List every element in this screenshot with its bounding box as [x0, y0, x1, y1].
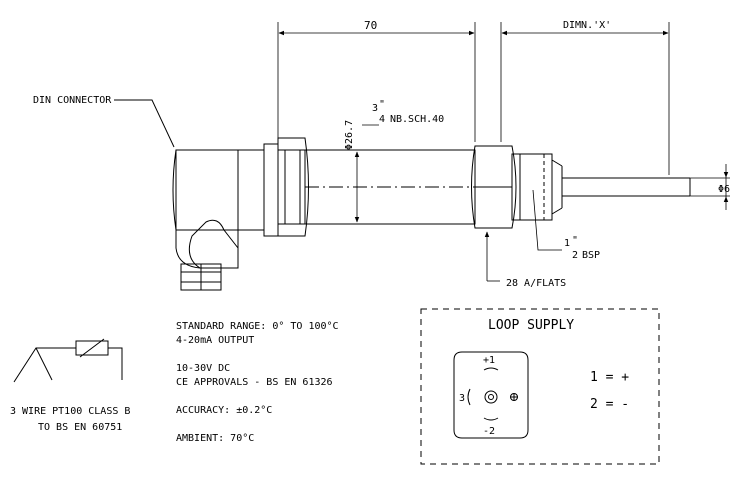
din-connector-leader	[114, 99, 175, 148]
legend-1: 1 = +	[590, 370, 629, 385]
gland	[237, 137, 309, 237]
hex-flats	[471, 145, 517, 229]
bsp-leader	[532, 189, 562, 251]
pin-top-label: +1	[483, 355, 495, 366]
flats-leader	[484, 231, 500, 282]
connector-face	[453, 351, 529, 439]
bsp-suffix: BSP	[582, 250, 600, 261]
spec-output: 4-20mA OUTPUT	[176, 335, 254, 346]
wiring-line-1: 3 WIRE PT100 CLASS B	[10, 406, 130, 417]
wiring-line-2: TO BS EN 60751	[38, 422, 122, 433]
dim-70-label: 70	[364, 19, 377, 32]
spec-accuracy: ACCURACY: ±0.2°C	[176, 405, 272, 416]
bsp-quote: "	[572, 235, 578, 246]
dim-diameter-body-label: Φ26.7	[344, 120, 355, 150]
din-connector-body	[172, 149, 239, 291]
dim-x-label: DIMN.'X'	[563, 20, 611, 31]
across-flats-label: 28 A/FLATS	[506, 278, 566, 289]
legend-2: 2 = -	[590, 397, 629, 412]
spec-range: STANDARD RANGE: 0° TO 100°C	[176, 321, 339, 332]
pin-left-label: 3	[459, 393, 465, 404]
probe	[562, 177, 691, 197]
pipe-thread-quote: "	[379, 99, 385, 110]
pipe-thread-frac-num: 3	[372, 103, 378, 114]
bsp-frac-num: 1	[564, 238, 570, 249]
bsp-frac-den: 2	[572, 250, 578, 261]
din-connector-label: DIN CONNECTOR	[33, 95, 112, 106]
spec-supply: 10-30V DC	[176, 363, 230, 374]
pipe-thread-suffix: NB.SCH.40	[390, 114, 444, 125]
loop-supply-box	[420, 308, 660, 465]
pin-bottom-label: -2	[483, 426, 495, 437]
extension-lines	[277, 22, 730, 197]
body-tube	[304, 149, 476, 225]
bsp-thread	[511, 153, 563, 221]
spec-approvals: CE APPROVALS - BS EN 61326	[176, 377, 333, 388]
pipe-thread-frac-den: 4	[379, 114, 385, 125]
loop-supply-title: LOOP SUPPLY	[488, 318, 574, 333]
spec-ambient: AMBIENT: 70°C	[176, 433, 254, 444]
dim-diameter-probe-label: Φ6	[718, 184, 730, 195]
pt100-schematic	[13, 338, 123, 383]
